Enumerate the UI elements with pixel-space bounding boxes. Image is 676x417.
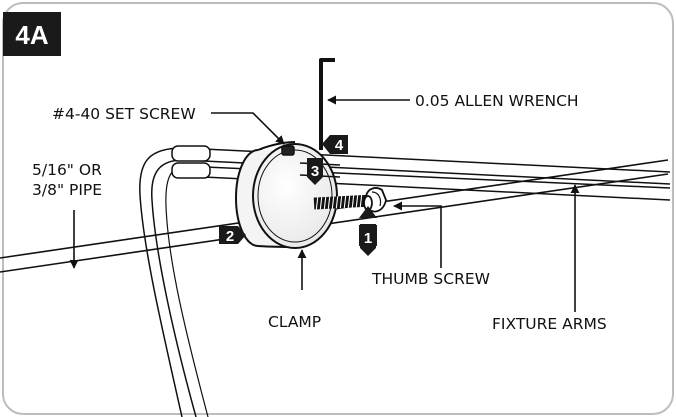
- step-3-label: 3: [311, 163, 319, 180]
- clamp-body: [235, 141, 338, 249]
- allen-wrench: [319, 58, 335, 150]
- figure-id: 4A: [15, 20, 48, 50]
- step-badge-4: 4: [322, 135, 348, 154]
- leader-lines: [69, 95, 580, 312]
- allen-wrench-label: 0.05 ALLEN WRENCH: [415, 92, 579, 110]
- fixture-arm-curves: [139, 147, 209, 417]
- thumb-screw-label: THUMB SCREW: [371, 270, 490, 288]
- pipe-label-line2: 3/8" PIPE: [32, 181, 102, 199]
- step-badge-2: 2: [219, 226, 246, 245]
- step-1-label: 1: [364, 230, 372, 247]
- arm-sleeves: [171, 145, 211, 179]
- set-screw-label: #4-40 SET SCREW: [52, 105, 196, 123]
- fixture-arms-label: FIXTURE ARMS: [492, 315, 607, 333]
- step-badge-1: 1: [359, 206, 377, 256]
- step-4-label: 4: [335, 137, 344, 154]
- step-badge-3: 3: [307, 158, 323, 185]
- set-screw: [281, 145, 295, 156]
- pipe-label-line1: 5/16" OR: [32, 161, 102, 179]
- clamp-label: CLAMP: [268, 313, 321, 331]
- step-2-label: 2: [226, 228, 234, 245]
- figure-badge: 4A: [3, 12, 61, 56]
- threaded-bolt: [313, 194, 375, 210]
